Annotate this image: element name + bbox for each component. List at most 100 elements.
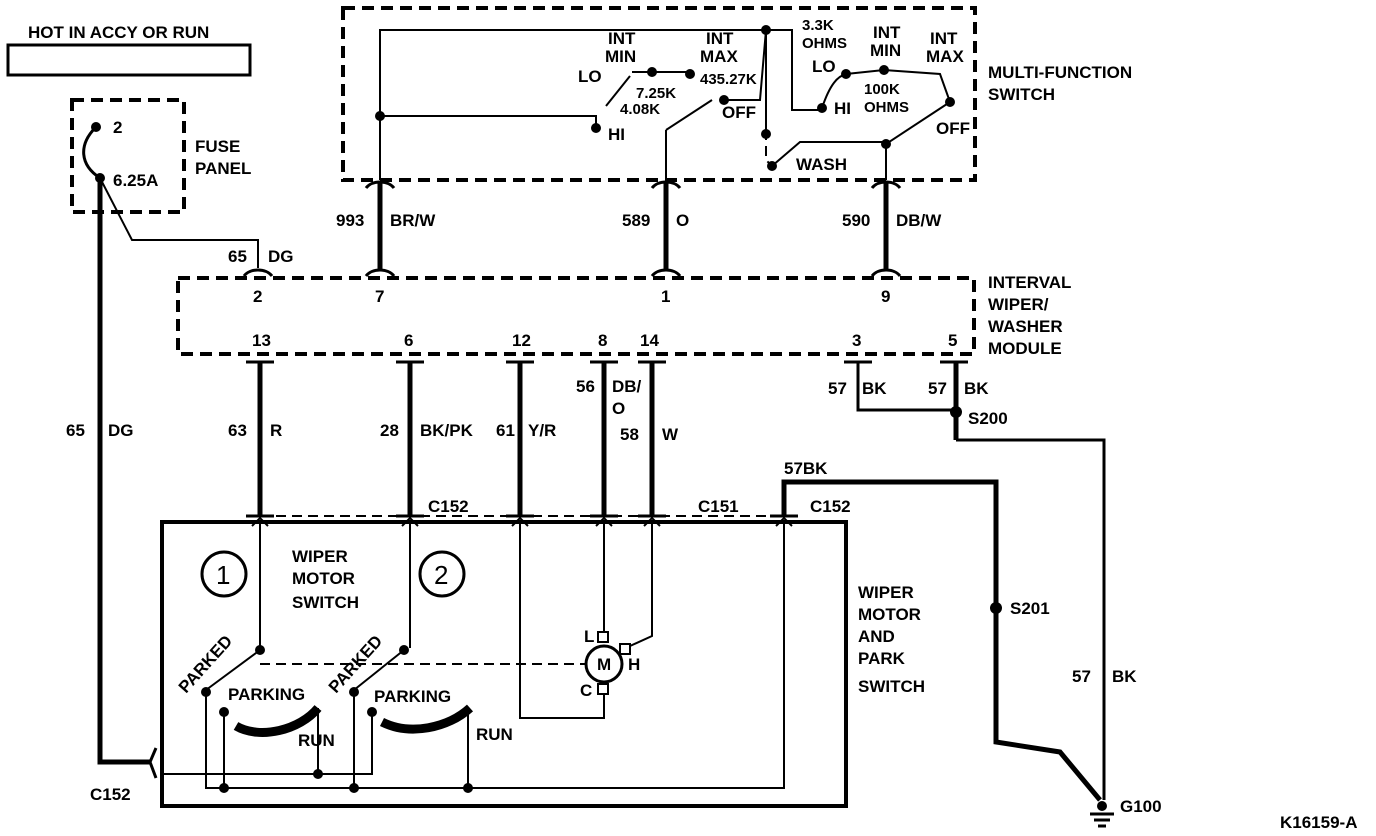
module-pin-6: 6 — [404, 331, 413, 350]
sw2-contact-arc — [379, 704, 474, 734]
connector-c152a: C152 — [428, 497, 469, 516]
module-title-1: INTERVAL — [988, 273, 1071, 292]
figure-id: K16159-A — [1280, 813, 1358, 832]
wire-993-color: BR/W — [390, 211, 436, 230]
mfs-r4-2: OHMS — [802, 35, 847, 52]
motor-l-terminal — [597, 631, 609, 643]
motor-l-label: L — [584, 627, 594, 646]
mfs-left-int-min-1: INT — [608, 29, 636, 48]
wire-56-color2: O — [612, 399, 625, 418]
mfs-left-off: OFF — [722, 103, 756, 122]
wire-589-color: O — [676, 211, 689, 230]
wmp-title-1: WIPER — [858, 583, 914, 602]
mfs-right-int-min-2: MIN — [870, 41, 901, 60]
wire-57b-color: BK — [964, 379, 989, 398]
module-pin-9: 9 — [881, 287, 890, 306]
connector-c152-left — [148, 747, 158, 779]
mfs-left-lo: LO — [578, 67, 602, 86]
splice-s201-label: S201 — [1010, 599, 1050, 618]
mfs-right-wiper — [885, 101, 951, 145]
motor-c-lead — [519, 522, 605, 719]
wmp-title-5: SWITCH — [858, 677, 925, 696]
mfs-left-int-min-2: MIN — [605, 47, 636, 66]
mfs-left-hi: HI — [608, 125, 625, 144]
mfs-right-res — [791, 60, 820, 111]
wire-56-color: DB/ — [612, 377, 642, 396]
wire-28-color: BK/PK — [420, 421, 474, 440]
fuse-element — [82, 125, 101, 180]
sw1-parking-label: PARKING — [228, 685, 305, 704]
mfs-wash-link — [771, 141, 886, 167]
fuse-panel-box — [70, 98, 186, 214]
mfs-right-hi-link — [821, 73, 847, 109]
sw2-parking-label: PARKING — [374, 687, 451, 706]
wiper-motor-box — [160, 520, 848, 808]
module-pin-12: 12 — [512, 331, 531, 350]
module-conn-top-2 — [242, 268, 274, 278]
sw2-run-label: RUN — [476, 725, 513, 744]
mfs-left-int-max-2: MAX — [700, 47, 738, 66]
left-wire-color: DG — [108, 421, 134, 440]
power-bus-bar — [6, 43, 252, 77]
module-conn-top-9 — [870, 268, 902, 278]
park-ground-bus — [205, 522, 785, 789]
sw1-parked-label: PARKED — [175, 632, 236, 697]
module-title-2: WIPER/ — [988, 295, 1049, 314]
module-pin-8: 8 — [598, 331, 607, 350]
mfs-node-left — [375, 111, 385, 121]
mfs-wash-node-1 — [761, 129, 771, 139]
wire-65-dg-left — [97, 178, 150, 765]
mfs-right-hi: HI — [834, 99, 851, 118]
mfs-right-arc — [845, 68, 951, 103]
sw1-parking-bus-node — [219, 783, 229, 793]
connector-c152b: C152 — [810, 497, 851, 516]
wire-63-circuit: 63 — [228, 421, 247, 440]
motor-label: M — [597, 655, 611, 674]
sw1-contact-arc — [233, 704, 322, 737]
mfs-left-max-node — [685, 69, 695, 79]
wmp-title-2: MOTOR — [858, 605, 921, 624]
wire-57bk-top-label: 57BK — [784, 459, 828, 478]
wire-56-circuit: 56 — [576, 377, 595, 396]
wire-57-ground-right — [956, 438, 1106, 800]
motor-c-label: C — [580, 681, 592, 700]
motor-h-terminal — [619, 643, 631, 655]
wms-title-3: SWITCH — [292, 593, 359, 612]
switch-number-1-circle — [200, 550, 248, 598]
mfs-right-int-max-2: MAX — [926, 47, 964, 66]
wire-65-color: DG — [268, 247, 294, 266]
wire-58-circuit: 58 — [620, 425, 639, 444]
sw1-blade — [205, 649, 261, 691]
module-pin-13: 13 — [252, 331, 271, 350]
fuse-number: 2 — [113, 118, 122, 137]
motor-icon — [584, 644, 624, 684]
switch-number-2-circle — [418, 550, 466, 598]
mfs-bus-top — [379, 29, 767, 180]
sw1-run-label: RUN — [298, 731, 335, 750]
mfs-r5-2: OHMS — [864, 99, 909, 116]
mfs-left-int-max-1: INT — [706, 29, 734, 48]
wire-63-color: R — [270, 421, 282, 440]
splice-s201 — [990, 602, 1002, 614]
mfs-title-1: MULTI-FUNCTION — [988, 63, 1132, 82]
mfs-r4-1: 3.3K — [802, 17, 834, 34]
mfs-r1: 7.25K — [636, 85, 676, 102]
wire-58-color: W — [662, 425, 679, 444]
wire-61-color: Y/R — [528, 421, 556, 440]
ground-label: G100 — [1120, 797, 1162, 816]
mfs-right-off: OFF — [936, 119, 970, 138]
connector-c151: C151 — [698, 497, 739, 516]
module-title-3: WASHER — [988, 317, 1063, 336]
ground-wire-circuit: 57 — [1072, 667, 1091, 686]
mfs-right-lo: LO — [812, 57, 836, 76]
wire-28-circuit: 28 — [380, 421, 399, 440]
mfs-left-wiper — [665, 99, 713, 131]
mfs-wash: WASH — [796, 155, 847, 174]
wire-57a-color: BK — [862, 379, 887, 398]
module-pin-14: 14 — [640, 331, 659, 350]
connector-c152-left-label: C152 — [90, 785, 131, 804]
wire-65-circuit: 65 — [228, 247, 247, 266]
wire-57b-circuit: 57 — [928, 379, 947, 398]
fuse-rating: 6.25A — [113, 171, 158, 190]
